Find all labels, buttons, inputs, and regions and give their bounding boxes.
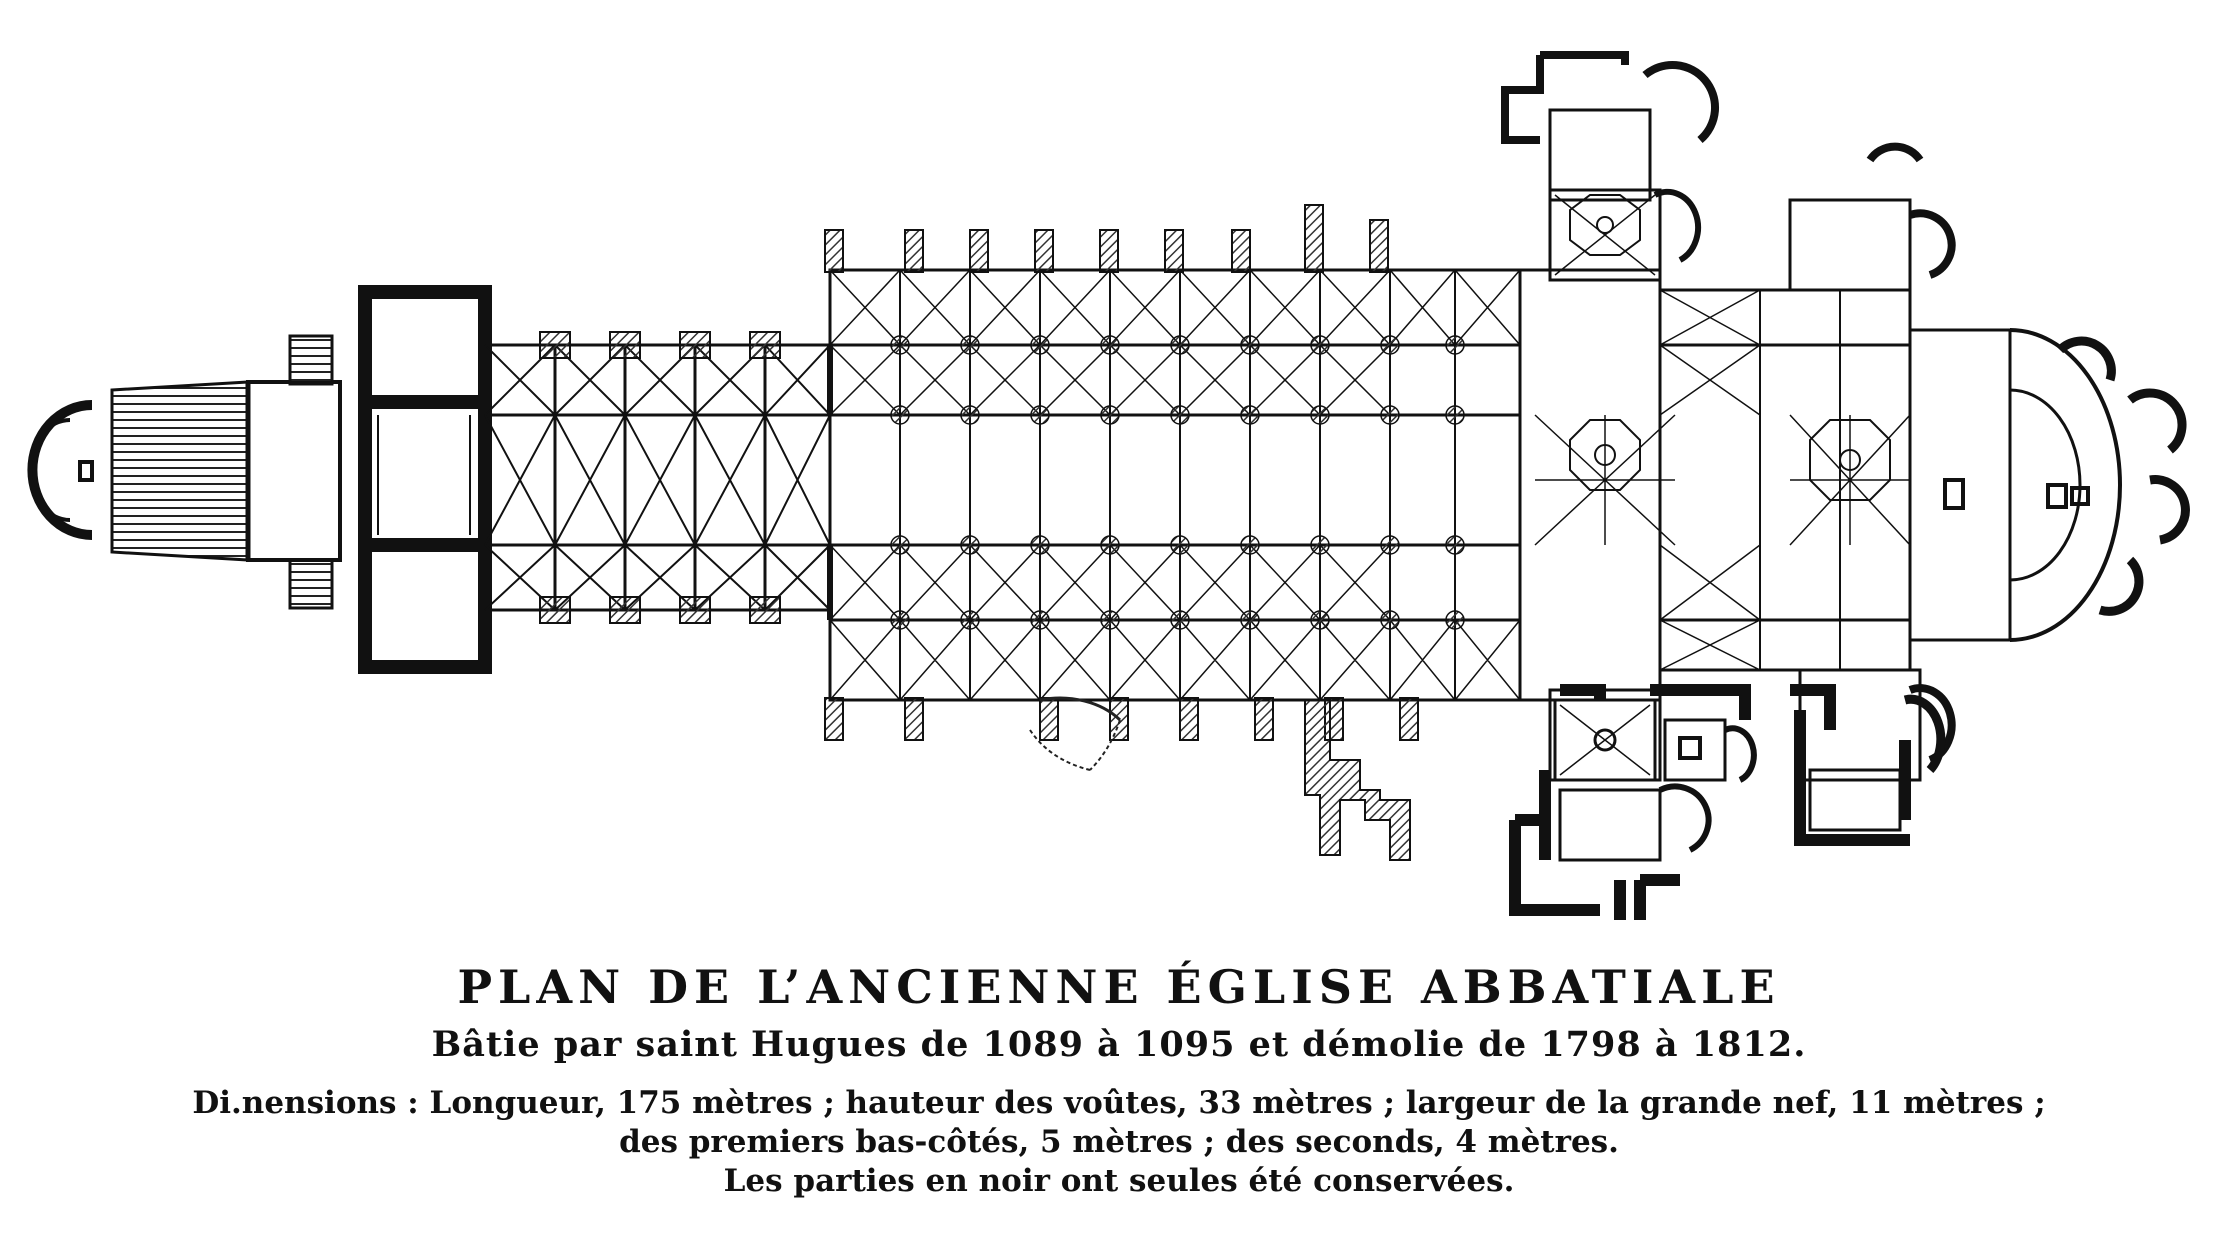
preservation-note: Les parties en noir ont seules été conse…	[723, 1163, 1515, 1199]
south-appendage	[1304, 699, 1411, 861]
main-nave	[824, 204, 1522, 741]
west-towers-preserved	[358, 285, 492, 674]
church-floor-plan	[27, 51, 2190, 920]
north-chapels	[1501, 51, 1720, 263]
narthex-nave	[483, 331, 832, 624]
dimensions-line-1: Di.nensions : Longueur, 175 mètres ; hau…	[192, 1085, 2046, 1121]
west-apse	[27, 400, 94, 540]
south-preserved	[1509, 684, 1946, 920]
small-transept	[1788, 142, 1956, 782]
plan-title: PLAN DE L’ANCIENNE ÉGLISE ABBATIALE	[457, 960, 1781, 1014]
south-chapel-ruins	[1553, 698, 1902, 862]
narthex-steps	[110, 380, 250, 562]
choir	[1658, 288, 1912, 672]
library-stamp	[1029, 696, 1122, 771]
plan-subtitle: Bâtie par saint Hugues de 1089 à 1095 et…	[431, 1024, 1807, 1065]
apse	[1908, 328, 2190, 642]
dimensions-line-2: des premiers bas-côtés, 5 mètres ; des s…	[619, 1124, 1619, 1160]
